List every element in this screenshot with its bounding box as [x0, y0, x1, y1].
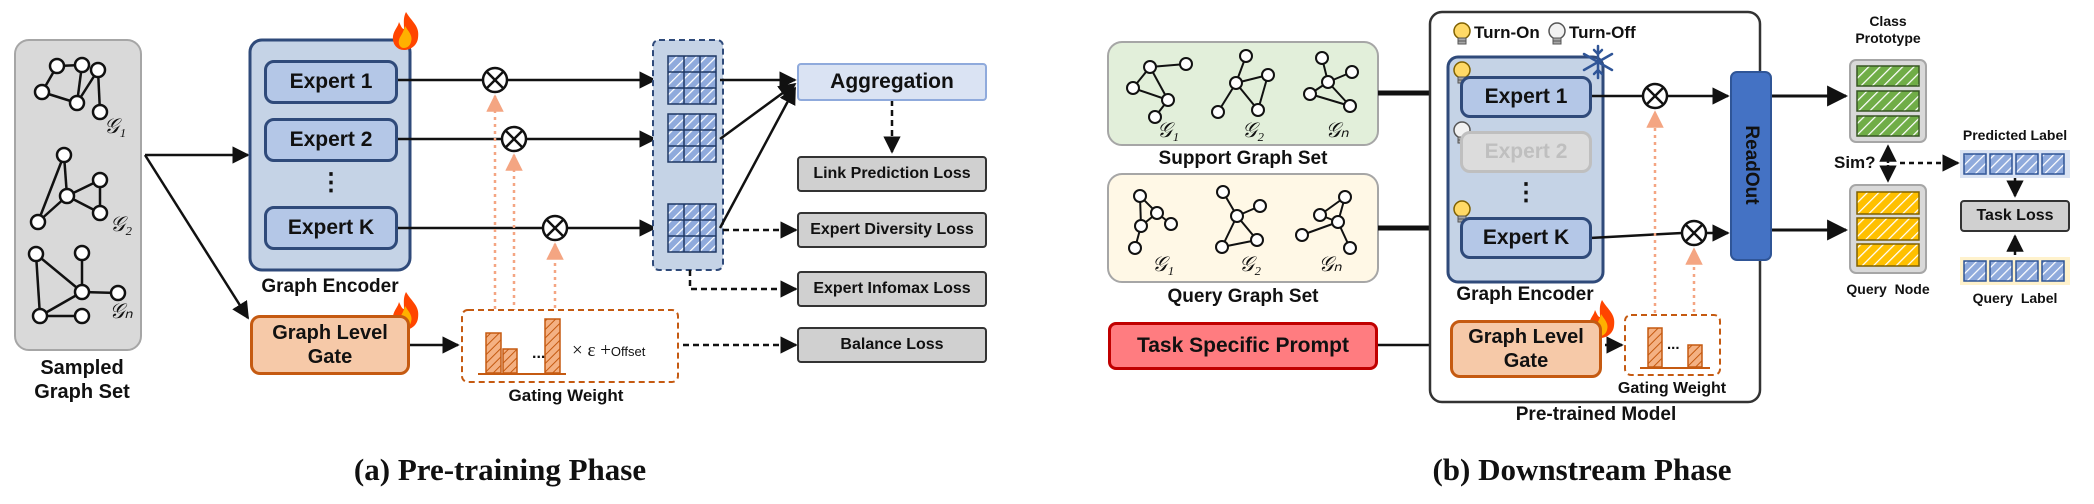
predicted-label-label: Predicted Label [1962, 127, 2068, 143]
graph-icon [33, 56, 109, 121]
support-graph-label-1: 𝒢₁ [1156, 118, 1180, 142]
multiply-icon [541, 214, 569, 242]
gating-weight-bars [1647, 327, 1703, 368]
downstream-gating-weight-label: Gating Weight [1617, 380, 1727, 397]
graph-label-2: 𝒢₂ [109, 212, 133, 236]
graph-label-1: 𝒢₁ [103, 114, 127, 138]
graph-icon [29, 146, 109, 231]
graph-label-n: 𝒢ₙ [109, 299, 133, 323]
multiply-icon [1680, 219, 1708, 247]
query-graph-label-n: 𝒢ₙ [1318, 252, 1342, 276]
gating-formula: × ε +Offset [572, 340, 645, 362]
downstream-gating-dots: ... [1667, 336, 1680, 353]
multiply-icon [1641, 82, 1669, 110]
expert-diversity-loss-box: Expert Diversity Loss [797, 212, 987, 248]
predicted-label-tokens [1960, 150, 2070, 178]
query-node-stack [1849, 184, 1927, 274]
pretrained-model-label: Pre-trained Model [1515, 404, 1677, 425]
fire-icon [392, 12, 419, 50]
downstream-expert-2-box-disabled: Expert 2 [1460, 131, 1592, 173]
graph-icon [27, 244, 127, 325]
downstream-expert-1-box: Expert 1 [1460, 76, 1592, 118]
downstream-gate-box: Graph Level Gate [1450, 320, 1602, 378]
sampled-graph-set-label: Sampled Graph Set [34, 357, 130, 403]
gating-dots: ... [532, 345, 546, 362]
graph-icon [1211, 49, 1275, 119]
class-prototype-label: Class Prototype [1855, 13, 1921, 46]
support-graph-label-2: 𝒢₂ [1241, 118, 1265, 142]
gating-weight-label: Gating Weight [508, 386, 624, 405]
class-prototype-stack [1849, 59, 1927, 143]
gating-weight-bars [485, 318, 561, 374]
graph-level-gate-box: Graph Level Gate [250, 315, 410, 375]
downstream-expert-k-box: Expert K [1460, 217, 1592, 259]
sampled-graph-set-panel [14, 39, 142, 351]
gating-formula-offset: Offset [610, 344, 646, 359]
expert-infomax-loss-box: Expert Infomax Loss [797, 271, 987, 307]
embedding-grids [667, 55, 717, 253]
sim-label: Sim? [1834, 153, 1876, 172]
multiply-icon [481, 66, 509, 94]
graph-icon [1303, 51, 1359, 113]
aggregation-box: Aggregation [797, 63, 987, 101]
link-prediction-loss-box: Link Prediction Loss [797, 156, 987, 192]
downstream-graph-encoder-label: Graph Encoder [1456, 284, 1594, 305]
gating-formula-times: × ε + [572, 340, 611, 361]
task-loss-box: Task Loss [1960, 200, 2070, 232]
downstream-expert-ellipsis: ⋮ [1514, 179, 1538, 206]
expert-1-box: Expert 1 [264, 60, 398, 104]
caption-pretraining: (a) Pre-training Phase [353, 452, 647, 487]
balance-loss-box: Balance Loss [797, 327, 987, 363]
expert-ellipsis: ⋮ [319, 169, 343, 196]
graph-icon [1128, 189, 1178, 255]
expert-2-box: Expert 2 [264, 118, 398, 162]
readout-label: ReadOut [1741, 125, 1762, 205]
graph-encoder-label: Graph Encoder [261, 276, 399, 297]
legend-turn-on: Turn-On [1474, 23, 1540, 42]
graph-icon [1295, 190, 1357, 255]
support-graph-label-n: 𝒢ₙ [1325, 118, 1349, 142]
query-node-label: Query Node [1846, 281, 1930, 297]
support-graph-set-label: Support Graph Set [1158, 148, 1328, 169]
readout-box [1730, 71, 1772, 261]
query-graph-label-2: 𝒢₂ [1238, 252, 1262, 276]
query-label-tokens [1960, 257, 2070, 285]
expert-k-box: Expert K [264, 206, 398, 250]
query-label-label: Query Label [1972, 290, 2058, 306]
caption-downstream: (b) Downstream Phase [1432, 452, 1732, 487]
graph-icon [1215, 185, 1267, 254]
query-graph-label-1: 𝒢₁ [1151, 252, 1175, 276]
task-specific-prompt-box: Task Specific Prompt [1108, 322, 1378, 370]
query-graph-set-label: Query Graph Set [1167, 286, 1319, 307]
legend-turn-off: Turn-Off [1569, 23, 1636, 42]
multiply-icon [500, 125, 528, 153]
graph-icon [1126, 57, 1193, 124]
